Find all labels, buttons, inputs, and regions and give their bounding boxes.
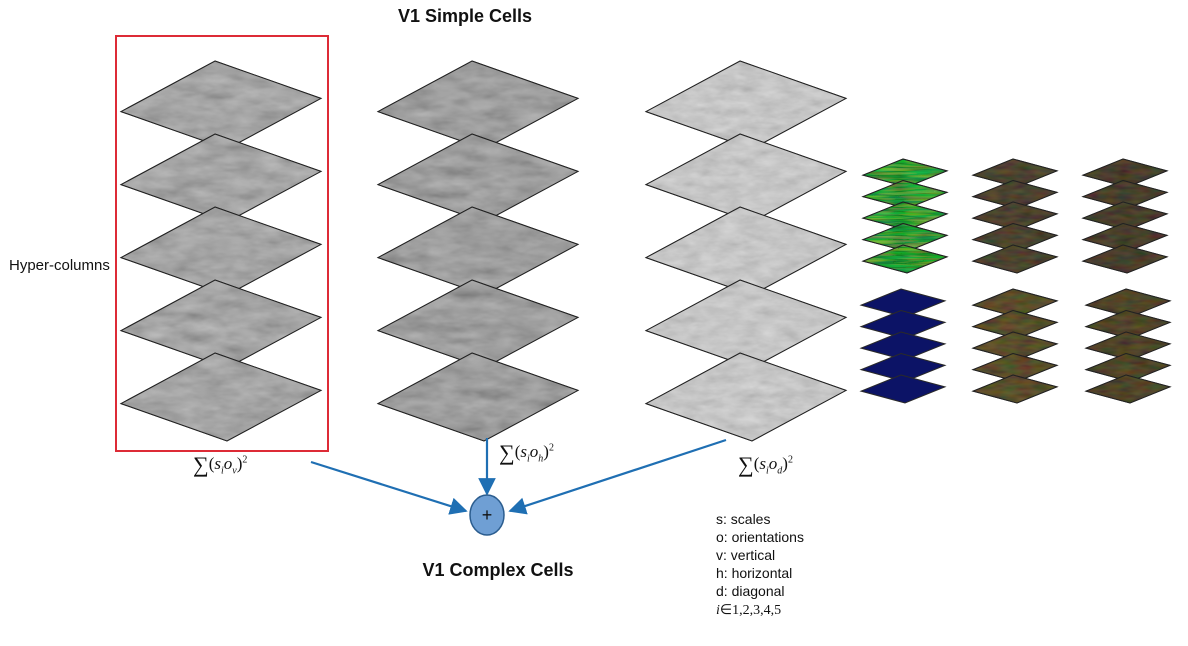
legend-item: s: scales: [716, 511, 771, 527]
sum-node-symbol: +: [482, 505, 493, 525]
formula-horizontal: ∑(sioh)2: [499, 440, 554, 465]
feature-map-layer: [376, 352, 580, 442]
sum-symbol: ∑: [499, 440, 515, 465]
highlight-box: [115, 35, 329, 452]
sum-symbol: ∑: [193, 452, 209, 477]
legend-index: i∈1,2,3,4,5: [716, 603, 782, 618]
legend: s: scales o: orientations v: vertical h:…: [716, 510, 804, 620]
formula-diagonal: ∑(siod)2: [738, 452, 793, 477]
arrow-vertical-to-sum: [310, 460, 468, 515]
sum-symbol: ∑: [738, 452, 754, 477]
title-complex-cells: V1 Complex Cells: [422, 560, 574, 580]
legend-item: h: horizontal: [716, 565, 793, 581]
color-feature-layer: [859, 374, 947, 404]
color-feature-layer: [971, 374, 1059, 404]
feature-map-layer: [119, 352, 323, 442]
legend-item: d: diagonal: [716, 583, 785, 599]
formula-vertical: ∑(siov)2: [193, 452, 248, 477]
legend-item: o: orientations: [716, 529, 804, 545]
feature-map-layer: [644, 352, 848, 442]
color-feature-layer: [1084, 374, 1172, 404]
sum-node: [469, 494, 505, 536]
title-simple-cells: V1 Simple Cells: [397, 6, 533, 26]
color-feature-layer: [1081, 244, 1169, 274]
color-feature-layer: [861, 244, 949, 274]
legend-item: v: vertical: [716, 547, 776, 563]
hyper-columns-label: Hyper-columns: [9, 257, 110, 274]
arrow-diagonal-to-sum: [508, 438, 727, 515]
color-feature-layer: [971, 244, 1059, 274]
